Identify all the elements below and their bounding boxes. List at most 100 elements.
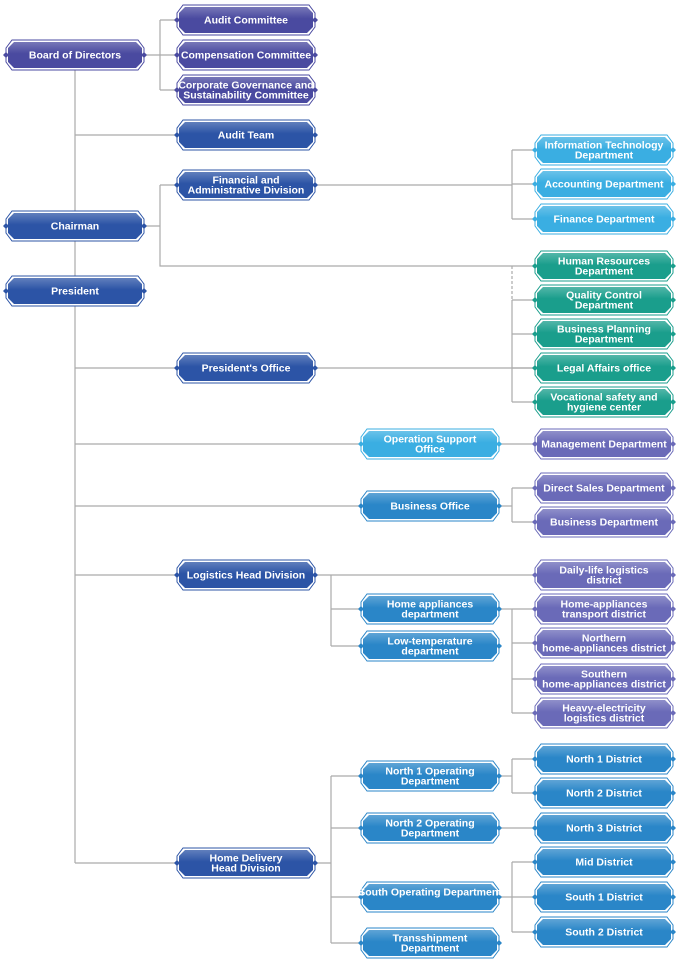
node-diamond	[532, 929, 538, 935]
node-diamond	[670, 519, 676, 525]
node-body	[179, 850, 313, 876]
node-diamond	[532, 676, 538, 682]
node-south1-district[interactable]: South 1 District	[532, 881, 676, 913]
node-diamond	[670, 216, 676, 222]
node-diamond	[532, 147, 538, 153]
node-label: Business Office	[390, 501, 470, 513]
node-north2-district[interactable]: North 2 District	[532, 777, 676, 809]
node-body	[179, 122, 313, 148]
node-president[interactable]: President	[3, 275, 147, 307]
node-body	[363, 815, 497, 841]
node-label: Legal Affairs office	[557, 363, 651, 375]
node-business-department[interactable]: Business Department	[532, 506, 676, 538]
node-body	[537, 287, 671, 313]
node-label: President	[51, 286, 99, 298]
node-body	[537, 321, 671, 347]
node-south2-district[interactable]: South 2 District	[532, 916, 676, 948]
node-diamond	[670, 825, 676, 831]
node-body	[363, 493, 497, 519]
node-diamond	[670, 181, 676, 187]
node-body	[537, 919, 671, 945]
node-diamond	[312, 860, 318, 866]
node-diamond	[670, 929, 676, 935]
node-label: North 2 District	[566, 788, 642, 800]
node-diamond	[496, 643, 502, 649]
node-diamond	[496, 606, 502, 612]
node-logistics-head[interactable]: Logistics Head Division	[174, 559, 318, 591]
node-diamond	[670, 640, 676, 646]
node-audit-committee[interactable]: Audit Committee	[174, 4, 318, 36]
node-body	[537, 630, 671, 656]
node-diamond	[670, 365, 676, 371]
node-label: Finance Department	[554, 214, 655, 226]
node-finance-department[interactable]: Finance Department	[532, 203, 676, 235]
node-presidents-office[interactable]: President's Office	[174, 352, 318, 384]
node-diamond	[174, 17, 180, 23]
node-diamond	[670, 147, 676, 153]
node-diamond	[312, 17, 318, 23]
node-body	[363, 633, 497, 659]
node-body	[537, 746, 671, 772]
node-body	[537, 562, 671, 588]
node-north1-district[interactable]: North 1 District	[532, 743, 676, 775]
node-diamond	[358, 825, 364, 831]
node-body	[537, 475, 671, 501]
node-label: Audit Team	[218, 130, 274, 142]
node-south-operating[interactable]: South Operating Department	[358, 881, 502, 913]
node-direct-sales[interactable]: Direct Sales Department	[532, 472, 676, 504]
node-diamond	[532, 399, 538, 405]
node-diamond	[670, 859, 676, 865]
node-diamond	[496, 940, 502, 946]
node-diamond	[174, 132, 180, 138]
connector-lines	[74, 19, 537, 944]
node-diamond	[312, 182, 318, 188]
node-business-office[interactable]: Business Office	[358, 490, 502, 522]
node-diamond	[141, 288, 147, 294]
node-diamond	[532, 263, 538, 269]
node-audit-team[interactable]: Audit Team	[174, 119, 318, 151]
node-body	[363, 596, 497, 622]
node-diamond	[496, 894, 502, 900]
node-management-department[interactable]: Management Department	[532, 428, 676, 460]
node-diamond	[532, 365, 538, 371]
node-body	[537, 884, 671, 910]
node-legal-affairs[interactable]: Legal Affairs office	[532, 352, 676, 384]
node-diamond	[532, 790, 538, 796]
node-accounting-department[interactable]: Accounting Department	[532, 168, 676, 200]
node-board[interactable]: Board of Directors	[3, 39, 147, 71]
node-diamond	[670, 399, 676, 405]
node-body	[537, 253, 671, 279]
node-north3-district[interactable]: North 3 District	[532, 812, 676, 844]
node-compensation-committee[interactable]: Compensation Committee	[174, 39, 318, 71]
node-label: Management Department	[541, 439, 667, 451]
node-body	[537, 509, 671, 535]
node-chairman[interactable]: Chairman	[3, 210, 147, 242]
node-diamond	[532, 441, 538, 447]
node-mid-district[interactable]: Mid District	[532, 846, 676, 878]
node-diamond	[174, 572, 180, 578]
